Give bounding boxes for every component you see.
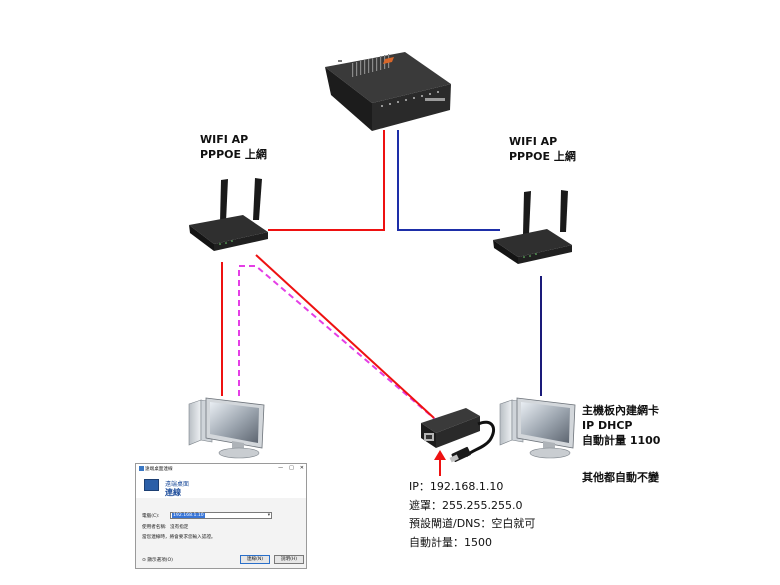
adapter-config: IP：192.168.1.10 遮罩：255.255.255.0 預設閘道/DN… <box>409 478 535 552</box>
header-subtitle: 遠端桌面 <box>165 481 190 488</box>
dialog-titlebar: 遠端桌面連線 — □ ✕ <box>136 464 306 474</box>
adapter-gateway: 預設閘道/DNS：空白就可 <box>409 517 536 530</box>
pc-right-label-line1: 主機板內建網卡 <box>582 404 659 417</box>
help-button[interactable]: 說明(H) <box>274 555 304 564</box>
adapter-ip: IP：192.168.1.10 <box>409 480 504 493</box>
computer-input[interactable]: 192.168.1.10 ▾ <box>170 512 272 519</box>
arrow-head <box>434 450 446 460</box>
dialog-header: 遠端桌面 連線 <box>136 474 306 498</box>
ap-right-label-line2: PPPOE 上網 <box>509 150 576 163</box>
link-left-ap-to-usb-adapter <box>255 254 435 419</box>
adapter-metric: 自動計量：1500 <box>409 535 492 549</box>
connect-button[interactable]: 連線(N) <box>240 555 270 564</box>
remote-desktop-dialog: 遠端桌面連線 — □ ✕ 遠端桌面 連線 電腦(C): 192.168.1.10… <box>135 463 307 569</box>
ap-left-label: WIFI AP PPPOE 上網 <box>200 132 267 162</box>
ap-right-label-line1: WIFI AP <box>509 135 558 148</box>
link-modem-to-right-ap <box>397 130 500 231</box>
maximize-button[interactable]: □ <box>289 465 294 471</box>
monitor-icon <box>144 479 159 491</box>
adapter-mask: 遮罩：255.255.255.0 <box>409 498 523 512</box>
desktop-pc-right <box>499 397 576 459</box>
ap-left-label-line1: WIFI AP <box>200 133 249 146</box>
pc-right-label: 主機板內建網卡 IP DHCP 自動計量 1100 <box>582 403 660 448</box>
show-options-toggle[interactable]: ⊙ 顯示選項(O) <box>142 558 173 563</box>
desktop-pc-left <box>188 397 265 459</box>
close-button[interactable]: ✕ <box>299 465 304 471</box>
pc-right-label-line3: 自動計量 1100 <box>582 434 661 447</box>
credential-hint: 當您連線時，將會要求您輸入認證。 <box>142 535 216 540</box>
remote-desktop-app-icon <box>139 466 144 471</box>
minimize-button[interactable]: — <box>278 465 284 471</box>
ap-right-label: WIFI AP PPPOE 上網 <box>509 134 576 164</box>
username-label: 使用者名稱: <box>142 525 167 530</box>
fiber-modem <box>325 52 451 131</box>
link-modem-to-left-ap <box>268 130 385 231</box>
show-options-label: 顯示選項(O) <box>147 558 173 563</box>
computer-label: 電腦(C): <box>142 514 160 519</box>
computer-input-value: 192.168.1.10 <box>172 513 205 518</box>
pc-right-label-line2: IP DHCP <box>582 419 633 432</box>
chevron-down-icon[interactable]: ▾ <box>267 513 270 518</box>
wifi-ap-left <box>189 178 268 251</box>
username-value: 沒有指定 <box>170 525 189 530</box>
wifi-dashed-link <box>238 265 437 421</box>
wifi-ap-right <box>493 190 572 264</box>
pc-right-note: 其他都自動不變 <box>582 471 659 484</box>
usb-ethernet-adapter <box>421 408 495 463</box>
dialog-title: 遠端桌面連線 <box>145 467 173 472</box>
window-controls: — □ ✕ <box>278 465 304 471</box>
header-title: 連線 <box>165 488 181 497</box>
ap-left-label-line2: PPPOE 上網 <box>200 148 267 161</box>
